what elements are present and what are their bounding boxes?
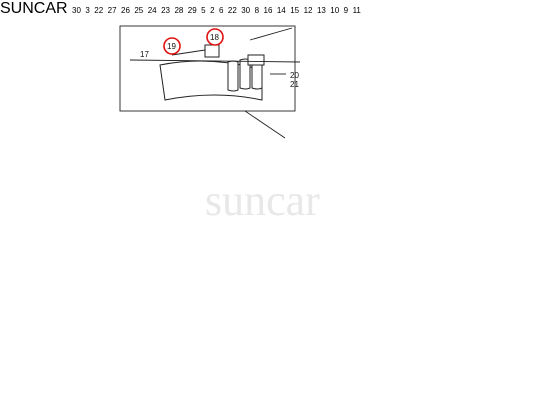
callout-13: 13	[316, 6, 326, 15]
callout-14: 14	[276, 6, 286, 15]
callout-12-circle: 12 13 10 9 11 const data = JSON.parse(do…	[304, 0, 361, 17]
callout-23: 23	[161, 6, 170, 15]
callout-18: 18	[210, 33, 219, 42]
callout-3: 3	[85, 6, 90, 15]
callout-22-bottom: 22	[227, 6, 237, 15]
callout-16-circle: 16 14 15 12 13 10 9 11 const data = JSON…	[264, 0, 361, 17]
callout-29: 29	[187, 6, 197, 15]
callout-13-circle: 13 10 9 11 const data = JSON.parse(docum…	[317, 0, 361, 17]
callout-8: 8	[254, 6, 260, 15]
callout-28: 28	[174, 6, 184, 15]
callout-16: 16	[263, 6, 273, 15]
callout-15: 15	[290, 6, 300, 15]
callout-15-circle: 15 12 13 10 9 11 const data = JSON.parse…	[290, 0, 361, 17]
callout-18-circle	[206, 28, 224, 46]
callout-27: 27	[107, 6, 117, 15]
callout-26: 26	[121, 6, 130, 15]
callout-11-circle: 11 const data = JSON.parse(document.getE…	[353, 0, 361, 17]
callout-9: 9	[343, 6, 349, 15]
callout-22-top: 22	[94, 6, 104, 15]
callout-19-circle	[163, 37, 181, 55]
callout-20: 20	[290, 71, 299, 80]
callout-25: 25	[134, 6, 144, 15]
callout-6: 6	[218, 6, 224, 15]
callout-12: 12	[303, 6, 313, 15]
callout-30-bottom: 30	[241, 6, 251, 15]
leader-top	[244, 110, 286, 139]
detail-box-top	[119, 25, 301, 112]
watermark-text: suncar	[205, 176, 320, 225]
brand-logo: SUNCAR	[0, 0, 68, 17]
callout-17: 17	[140, 50, 149, 59]
callout-2: 2	[210, 6, 215, 15]
callout-21: 21	[290, 80, 299, 89]
callout-10: 10	[330, 6, 340, 15]
callout-5: 5	[201, 6, 206, 15]
callout-19: 19	[167, 42, 176, 51]
leader-bottom-left: 8 16 14 15 12 13 10 9 11 const data = JS…	[255, 0, 361, 17]
callout-30-top: 30	[72, 6, 81, 15]
callout-14-circle: 14 15 12 13 10 9 11 const data = JSON.pa…	[277, 0, 361, 17]
callout-24: 24	[147, 6, 157, 15]
leader-bottom-right: 8 16 14 15 12 13 10 9 11 const data = JS…	[255, 0, 361, 17]
callout-11: 11	[352, 6, 361, 15]
